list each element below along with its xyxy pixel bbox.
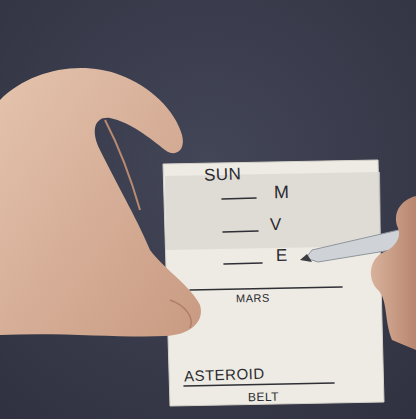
right-hand xyxy=(371,196,416,350)
planet-initial: V xyxy=(270,216,282,233)
mercury-line xyxy=(222,198,256,199)
planet-initial: E xyxy=(276,247,288,264)
pen-tip xyxy=(300,254,312,262)
planet-initial: M xyxy=(274,183,290,201)
belt-label: BELT xyxy=(248,391,279,404)
paper-strip xyxy=(163,160,384,406)
thumb-crease xyxy=(170,300,191,328)
tape-band xyxy=(165,172,381,250)
asteroid-label: ASTEROID xyxy=(184,366,265,384)
earth-line xyxy=(224,263,262,264)
pen-lines xyxy=(184,198,342,386)
venus-line xyxy=(223,231,258,232)
asteroid-belt-line xyxy=(184,383,334,386)
sun-label: SUN xyxy=(204,165,242,183)
mars-line xyxy=(190,287,342,290)
left-hand xyxy=(0,68,201,336)
mars-label: MARS xyxy=(236,293,270,305)
hand-crease xyxy=(105,120,140,210)
